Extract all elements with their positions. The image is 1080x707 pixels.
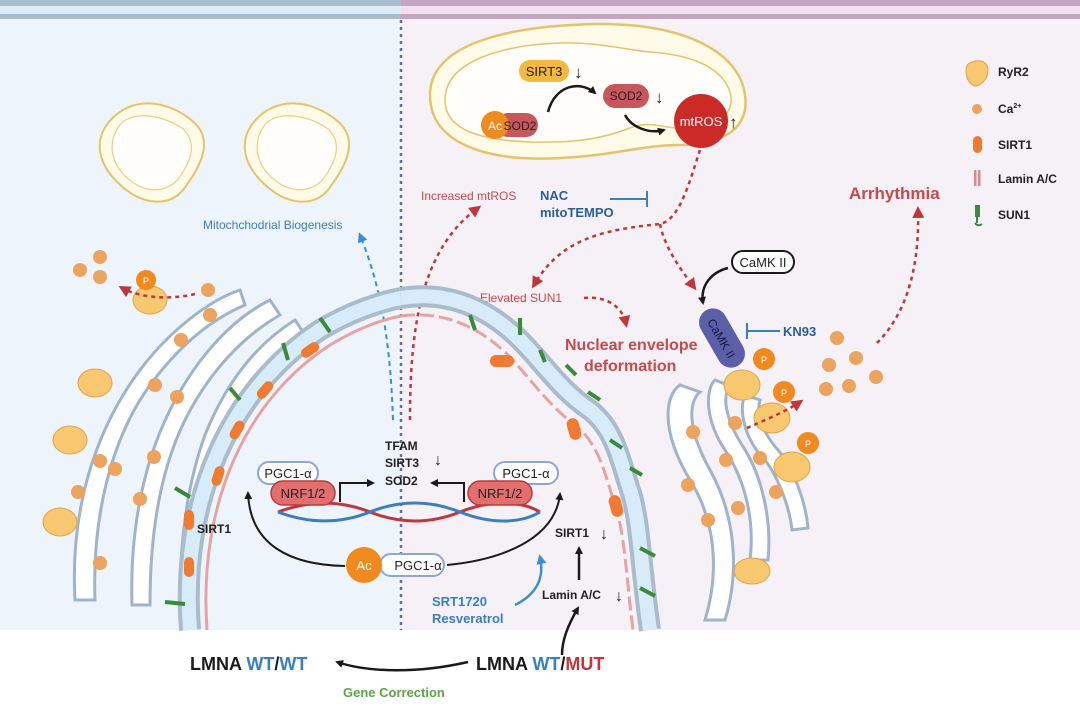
svg-text:P: P [805, 439, 811, 449]
phospho-left: P [136, 270, 156, 290]
svg-text:P: P [761, 355, 767, 365]
arrow-mtros-to-sun1 [531, 149, 702, 289]
target-genes: TFAM SIRT3 SOD2 ↓ [385, 439, 442, 488]
arrow-right-tf-to-genes [430, 479, 465, 502]
srt1720-label: SRT1720 [432, 594, 487, 609]
lamin-down-arrow: ↓ [615, 588, 623, 605]
mito-biogenesis-label: Mitochchodrial Biogenesis [203, 218, 342, 232]
camk-box: CaMK II [731, 250, 795, 274]
svg-text:Ac: Ac [356, 558, 372, 573]
mtros-node: mtROS ↑ [674, 94, 738, 148]
arrow-camk-activation [698, 266, 729, 305]
kn93-label: KN93 [783, 324, 816, 339]
arrow-ac-to-right [446, 492, 564, 566]
sirt1-nuclear-right [490, 355, 624, 517]
deformation-label: deformation [584, 358, 676, 375]
svg-text:P: P [143, 276, 149, 286]
svg-text:SOD2: SOD2 [385, 474, 418, 488]
svg-text:PGC1-α: PGC1-α [502, 466, 550, 481]
svg-text:Lamin A/C: Lamin A/C [998, 172, 1057, 186]
svg-text:NRF1/2: NRF1/2 [281, 486, 326, 501]
calcium-in-sr-right [681, 416, 783, 527]
svg-text:SIRT3: SIRT3 [385, 456, 419, 470]
svg-text:RyR2: RyR2 [998, 65, 1029, 79]
svg-text:SIRT3: SIRT3 [526, 64, 563, 79]
ryr2-left [42, 285, 168, 537]
ryr2-icon [965, 60, 989, 87]
arrow-left-tf-to-genes [339, 479, 375, 502]
svg-text:Ca2+: Ca2+ [998, 102, 1021, 116]
lamin-down-label: Lamin A/C [542, 588, 601, 602]
calcium-in-sr-left [71, 283, 217, 570]
nac-label: NAC [540, 188, 569, 203]
sirt1-down-label: SIRT1 [555, 526, 589, 540]
arrow-to-arrhythmia [876, 206, 925, 344]
svg-text:NRF1/2: NRF1/2 [478, 486, 523, 501]
mitochondrion-left-2 [243, 102, 350, 203]
calcium-cluster-right [819, 331, 883, 396]
sirt1-nuclear-label: SIRT1 [197, 522, 231, 536]
sun1-icon [974, 205, 983, 227]
resveratrol-label: Resveratrol [432, 611, 504, 626]
sod2-node: SOD2 ↓ [603, 84, 664, 108]
svg-text:↓: ↓ [434, 452, 442, 469]
legend-item-sirt1: SIRT1 [973, 136, 1032, 153]
svg-text:Ac: Ac [488, 119, 502, 133]
sirt3-node: SIRT3 ↓ [519, 60, 583, 82]
calcium-cluster-left [73, 250, 107, 284]
tf-complex-left: PGC1-α NRF1/2 [257, 461, 336, 506]
lamin-icon [974, 170, 981, 186]
svg-text:SOD2: SOD2 [610, 89, 643, 103]
svg-text:mtROS: mtROS [680, 114, 723, 129]
arrow-srt1720-activation [514, 554, 547, 607]
ac-sod2-node: Ac SOD2 [481, 111, 538, 139]
nuclear-envelope-label: Nuclear envelope [565, 337, 698, 354]
tf-complex-right: PGC1-α NRF1/2 [467, 461, 559, 506]
mitotempo-label: mitoTEMPO [540, 205, 614, 220]
sirt1-down-arrow: ↓ [600, 526, 608, 543]
calcium-icon [972, 104, 982, 114]
svg-text:↓: ↓ [655, 88, 664, 107]
arrow-deacetylation [546, 84, 597, 113]
genotype-wt-mut: LMNA WT/MUT [476, 654, 604, 674]
arrow-sod2-to-mtros [623, 114, 666, 136]
svg-text:TFAM: TFAM [385, 439, 418, 453]
arrow-mtros-to-camk [658, 223, 697, 291]
ryr2-right [723, 369, 811, 585]
arrow-increased-mtros [408, 205, 482, 421]
svg-text:P: P [781, 388, 787, 398]
legend: RyR2 Ca2+ SIRT1 Lamin A/C SUN1 [965, 60, 1057, 227]
gene-correction-label: Gene Correction [343, 685, 445, 700]
arrow-mut-to-lamin [560, 606, 580, 656]
sun1-nuclear-left [164, 316, 332, 606]
nuclear-envelope-wt [177, 287, 404, 631]
sirt1-nuclear-left [184, 342, 320, 577]
svg-text:PGC1-α: PGC1-α [394, 558, 442, 573]
genotype-wt-wt: LMNA WT/WT [190, 654, 307, 674]
arrhythmia-label: Arrhythmia [849, 184, 940, 203]
phospho-right: P P P [753, 348, 819, 454]
legend-item-sun1: SUN1 [974, 205, 1030, 227]
svg-text:CaMK II: CaMK II [740, 255, 787, 270]
mitochondrion-left-1 [98, 102, 205, 203]
svg-text:↑: ↑ [729, 113, 738, 132]
legend-item-calcium: Ca2+ [972, 102, 1021, 116]
svg-text:SOD2: SOD2 [504, 119, 537, 133]
legend-item-ryr2: RyR2 [965, 60, 1029, 87]
increased-mtros-label: Increased mtROS [421, 189, 516, 203]
sun1-nuclear-right [468, 314, 656, 598]
legend-item-lamin: Lamin A/C [974, 170, 1057, 186]
arrow-gene-correction [335, 660, 469, 672]
arrow-ac-to-left [244, 491, 346, 567]
sirt1-icon [973, 136, 982, 153]
elevated-sun1-label: Elevated SUN1 [480, 291, 562, 305]
ac-pgc1a-node: PGC1-α Ac [346, 547, 445, 583]
svg-text:SIRT1: SIRT1 [998, 138, 1032, 152]
svg-text:SUN1: SUN1 [998, 208, 1030, 222]
arrow-sun1-to-deformation [583, 296, 631, 328]
svg-text:PGC1-α: PGC1-α [264, 466, 312, 481]
svg-text:↓: ↓ [574, 63, 583, 82]
